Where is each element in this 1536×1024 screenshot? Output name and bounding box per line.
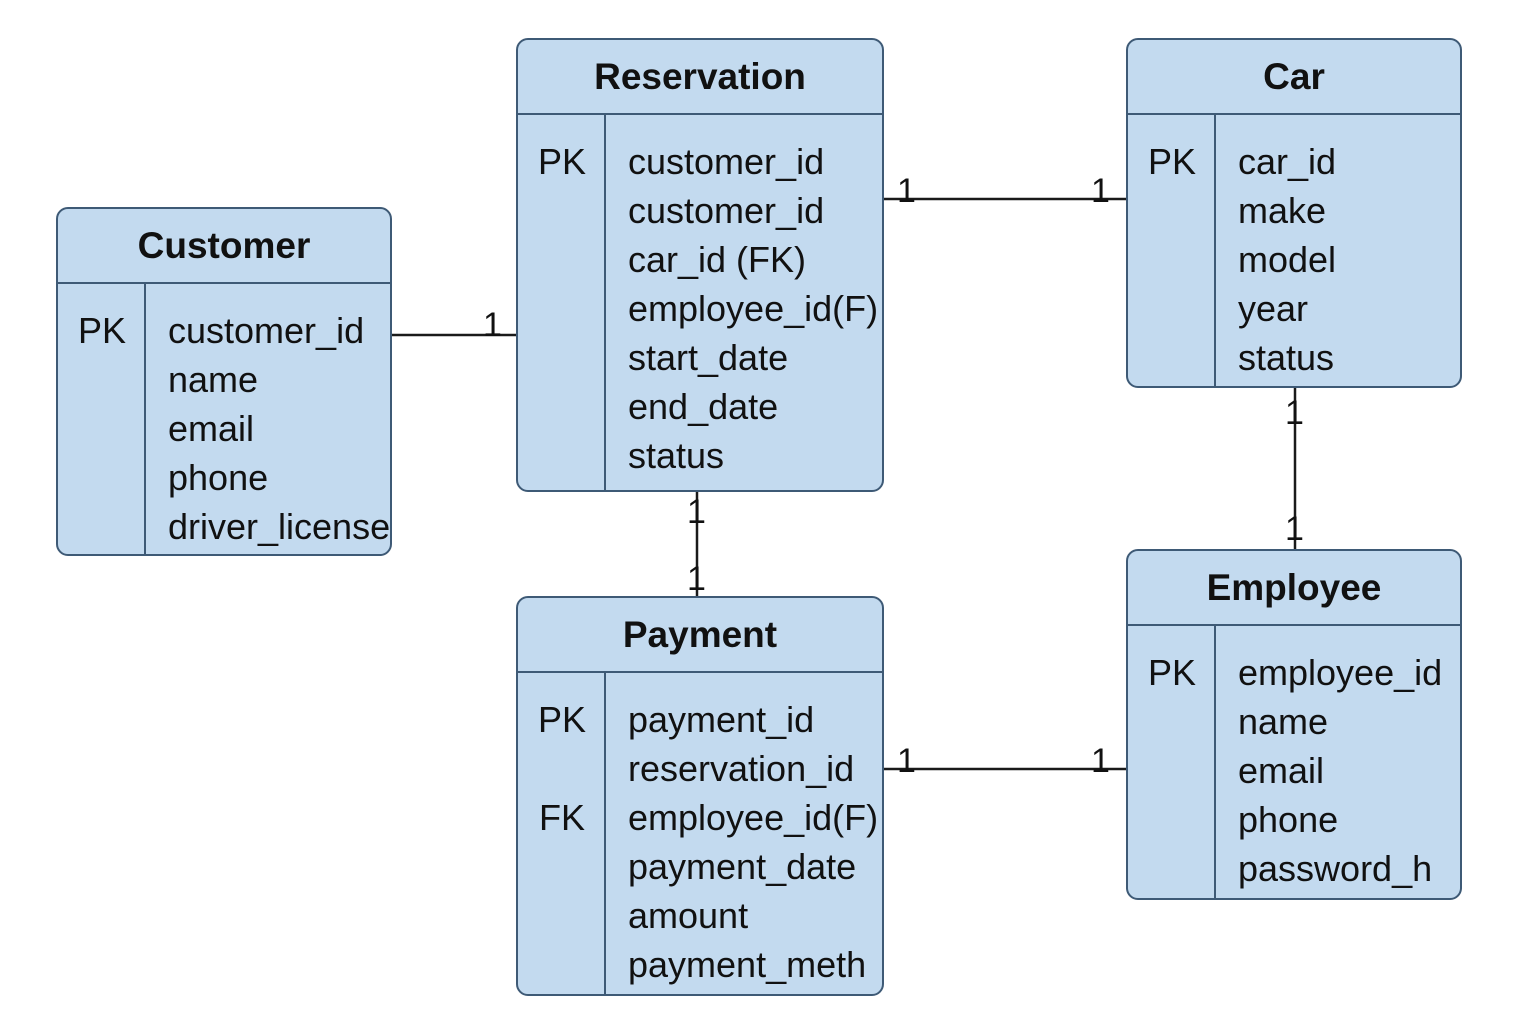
entity-body: PK employee_id name email phone password… bbox=[1128, 626, 1460, 898]
entity-title: Employee bbox=[1128, 551, 1460, 626]
cardinality-car-employee-to: 1 bbox=[1285, 510, 1304, 548]
attribute: status bbox=[1238, 337, 1335, 378]
cardinality-car-employee-from: 1 bbox=[1285, 394, 1304, 432]
primary-key-label: PK bbox=[77, 310, 127, 351]
entity-body: PK FK payment_id reservation_id employee… bbox=[518, 673, 882, 994]
entity-title: Reservation bbox=[518, 40, 882, 115]
entity-reservation[interactable]: Reservation PK customer_id customer_id c… bbox=[516, 38, 884, 492]
attribute-list: car_id make model year status bbox=[1238, 137, 1336, 382]
attribute: payment_id bbox=[628, 699, 815, 740]
entity-title: Payment bbox=[518, 598, 882, 673]
attribute: employee_id(F) bbox=[628, 797, 879, 838]
attribute: year bbox=[1238, 288, 1309, 329]
attribute-list: employee_id name email phone password_h bbox=[1238, 648, 1442, 893]
attribute-list: customer_id customer_id car_id (FK) empl… bbox=[628, 137, 878, 480]
attribute: employee_id(F) bbox=[628, 288, 879, 329]
attribute: customer_id bbox=[628, 141, 825, 182]
attribute: driver_license bbox=[168, 506, 391, 547]
cardinality-payment-employee-from: 1 bbox=[897, 742, 916, 780]
entity-customer[interactable]: Customer PK customer_id name email phone… bbox=[56, 207, 392, 556]
attribute: start_date bbox=[628, 337, 789, 378]
attribute: amount bbox=[628, 895, 749, 936]
entity-employee[interactable]: Employee PK employee_id name email phone… bbox=[1126, 549, 1462, 900]
cardinality-reservation-car-to: 1 bbox=[1091, 172, 1110, 210]
entity-body: PK customer_id name email phone driver_l… bbox=[58, 284, 390, 554]
key-column: PK FK bbox=[518, 673, 606, 994]
cardinality-reservation-payment-to: 1 bbox=[687, 560, 706, 598]
attribute: phone bbox=[168, 457, 269, 498]
attribute: make bbox=[1238, 190, 1327, 231]
attribute: reservation_id bbox=[628, 748, 855, 789]
attribute: car_id (FK) bbox=[628, 239, 807, 280]
key-column: PK bbox=[1128, 626, 1216, 898]
entity-body: PK car_id make model year status bbox=[1128, 115, 1460, 386]
attribute: email bbox=[1238, 750, 1325, 791]
attribute: payment_date bbox=[628, 846, 857, 887]
attribute-list: payment_id reservation_id employee_id(F)… bbox=[628, 695, 878, 989]
entity-body: PK customer_id customer_id car_id (FK) e… bbox=[518, 115, 882, 490]
attribute-list: customer_id name email phone driver_lice… bbox=[168, 306, 390, 551]
attribute: end_date bbox=[628, 386, 779, 427]
entity-payment[interactable]: Payment PK FK payment_id reservation_id … bbox=[516, 596, 884, 996]
attribute: car_id bbox=[1238, 141, 1337, 182]
attribute: model bbox=[1238, 239, 1337, 280]
entity-title: Car bbox=[1128, 40, 1460, 115]
cardinality-reservation-car-from: 1 bbox=[897, 172, 916, 210]
attribute: payment_meth bbox=[628, 944, 867, 985]
attribute: customer_id bbox=[628, 190, 825, 231]
attribute: status bbox=[628, 435, 725, 476]
foreign-key-label: FK bbox=[538, 797, 585, 838]
attribute: phone bbox=[1238, 799, 1339, 840]
entity-title: Customer bbox=[58, 209, 390, 284]
key-column: PK bbox=[518, 115, 606, 490]
primary-key-label: PK bbox=[1147, 652, 1197, 693]
primary-key-label: PK bbox=[1147, 141, 1197, 182]
attribute: employee_id bbox=[1238, 652, 1443, 693]
key-column: PK bbox=[1128, 115, 1216, 386]
primary-key-label: PK bbox=[537, 699, 587, 740]
cardinality-customer-reservation-to: 1 bbox=[483, 306, 502, 344]
attribute: customer_id bbox=[168, 310, 365, 351]
attribute: email bbox=[168, 408, 255, 449]
attribute: name bbox=[1238, 701, 1329, 742]
attribute: password_h bbox=[1238, 848, 1433, 889]
cardinality-reservation-payment-from: 1 bbox=[687, 493, 706, 531]
attribute: name bbox=[168, 359, 259, 400]
key-column: PK bbox=[58, 284, 146, 554]
cardinality-payment-employee-to: 1 bbox=[1091, 742, 1110, 780]
primary-key-label: PK bbox=[537, 141, 587, 182]
entity-car[interactable]: Car PK car_id make model year status bbox=[1126, 38, 1462, 388]
